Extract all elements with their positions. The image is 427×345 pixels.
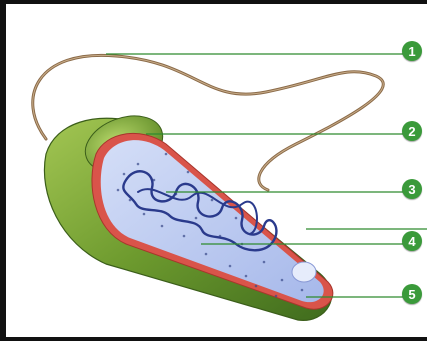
label-number: 3: [408, 182, 415, 197]
label-number: 2: [408, 124, 415, 139]
bacterium-diagram: [6, 4, 427, 345]
label-number: 5: [408, 287, 415, 302]
label-number: 1: [408, 44, 415, 59]
label-badge-4: 4: [402, 231, 422, 251]
label-badge-5: 5: [402, 284, 422, 304]
label-badge-1: 1: [402, 41, 422, 61]
storage-granule: [292, 262, 316, 282]
label-number: 4: [408, 234, 415, 249]
label-badge-2: 2: [402, 121, 422, 141]
label-badge-3: 3: [402, 179, 422, 199]
